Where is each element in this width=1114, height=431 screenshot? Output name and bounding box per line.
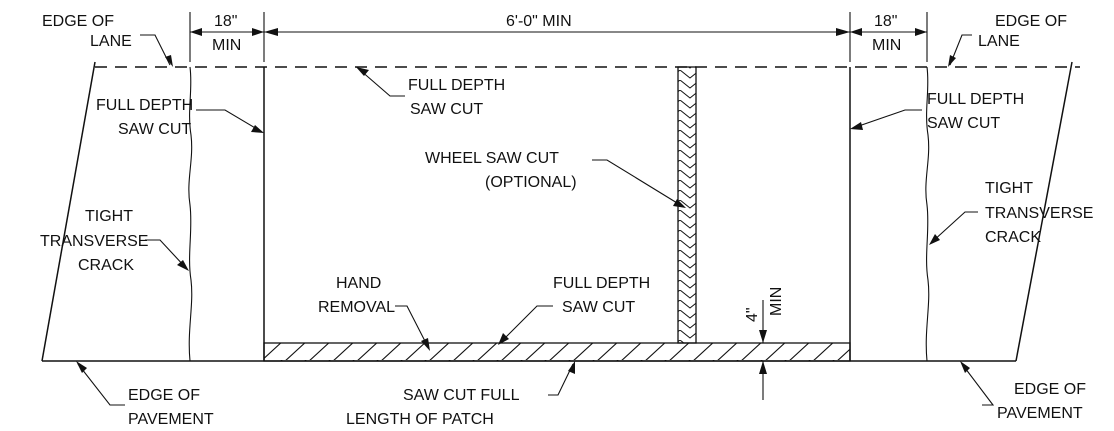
full-depth-bottom-line1: FULL DEPTH	[553, 275, 650, 292]
leader-edge-lane-left	[140, 34, 171, 66]
hand-removal-strip	[263, 342, 851, 362]
tight-crack-left-line3: CRACK	[78, 257, 134, 274]
dim-4in-value: 4"	[744, 307, 761, 322]
leader-crack-right	[931, 211, 978, 243]
leader-crack-right-arrow	[929, 234, 940, 245]
full-depth-bottom-line2: SAW CUT	[562, 299, 635, 316]
hand-removal-line2: REMOVAL	[318, 299, 395, 316]
edge-of-lane-right-line1: EDGE OF	[995, 13, 1067, 30]
dim-right-arrow-b	[915, 28, 927, 36]
full-depth-right-line2: SAW CUT	[927, 115, 1000, 132]
leader-edge-pavement-right	[961, 363, 995, 406]
leader-saw-cut-full	[548, 363, 574, 396]
edge-of-pavement-left-line1: EDGE OF	[128, 387, 200, 404]
leader-wheel-saw-cut	[592, 159, 683, 207]
hand-removal-line1: HAND	[336, 275, 381, 292]
saw-cut-full-line1: SAW CUT FULL	[403, 387, 520, 404]
leader-hand-removal-arrow	[421, 338, 430, 351]
dim-center-arrow-b	[836, 28, 850, 36]
leader-edge-lane-left-arrow	[165, 55, 173, 67]
leader-edge-pavement-right-arrow	[960, 361, 970, 373]
leader-wheel-saw-cut-arrow	[673, 199, 686, 208]
tight-crack-right-line1: TIGHT	[985, 180, 1033, 197]
dim-4in-arrow-top	[759, 330, 767, 343]
dim-right-min: MIN	[872, 37, 901, 54]
edge-of-pavement-right-line2: PAVEMENT	[997, 405, 1083, 422]
dim-left-arrow-a	[190, 28, 202, 36]
tight-crack-right-line2: TRANSVERSE	[985, 205, 1093, 222]
right-crack-line	[925, 66, 930, 362]
leader-edge-pavement-left	[77, 363, 125, 406]
leader-full-depth-top-arrow	[356, 67, 369, 76]
full-depth-left-line1: FULL DEPTH	[96, 97, 193, 114]
left-pavement-slant	[41, 61, 96, 362]
saw-cut-full-line2: LENGTH OF PATCH	[346, 411, 494, 428]
leader-full-depth-top	[359, 69, 405, 97]
leader-full-depth-left	[196, 109, 263, 133]
leader-saw-cut-full-arrow	[568, 361, 575, 374]
leader-hand-removal	[395, 305, 429, 348]
dim-left-arrow-b	[252, 28, 264, 36]
dim-right-arrow-a	[850, 28, 862, 36]
edge-of-lane-left-line1: EDGE OF	[42, 13, 114, 30]
full-depth-top-line2: SAW CUT	[410, 101, 483, 118]
left-crack-line	[188, 66, 193, 362]
right-pavement-slant	[1015, 61, 1073, 362]
leader-edge-lane-right-arrow	[948, 55, 956, 67]
edge-of-pavement-right-line1: EDGE OF	[1014, 381, 1086, 398]
edge-of-pavement-left-line2: PAVEMENT	[128, 411, 214, 428]
leader-edge-pavement-left-arrow	[76, 361, 87, 373]
tight-crack-left-line1: TIGHT	[85, 208, 133, 225]
leader-crack-left-arrow	[177, 260, 189, 271]
dim-center-arrow-a	[264, 28, 278, 36]
leader-full-depth-bottom	[499, 305, 553, 344]
edge-of-lane-left-line2: LANE	[90, 33, 132, 50]
tight-crack-left-line2: TRANSVERSE	[40, 233, 148, 250]
leader-full-depth-right-arrow	[850, 122, 863, 130]
dim-left-value: 18"	[214, 13, 237, 30]
wheel-saw-cut-line1: WHEEL SAW CUT	[425, 150, 559, 167]
full-depth-left-line2: SAW CUT	[118, 121, 191, 138]
leader-edge-lane-right	[949, 34, 972, 66]
dim-4in-min: MIN	[768, 287, 785, 316]
dim-right-value: 18"	[874, 13, 897, 30]
dim-center-label: 6'-0" MIN	[506, 13, 572, 30]
dim-left-min: MIN	[212, 37, 241, 54]
full-depth-top-line1: FULL DEPTH	[408, 77, 505, 94]
dim-4in-arrow-bottom	[759, 361, 767, 374]
leader-crack-left	[145, 239, 187, 269]
leader-full-depth-bottom-arrow	[498, 333, 509, 345]
leader-full-depth-left-arrow	[251, 125, 264, 133]
wheel-saw-cut-line2: (OPTIONAL)	[485, 174, 577, 191]
edge-of-lane-right-line2: LANE	[978, 33, 1020, 50]
tight-crack-right-line3: CRACK	[985, 229, 1041, 246]
leader-full-depth-right	[852, 109, 922, 129]
full-depth-right-line1: FULL DEPTH	[927, 91, 1024, 108]
